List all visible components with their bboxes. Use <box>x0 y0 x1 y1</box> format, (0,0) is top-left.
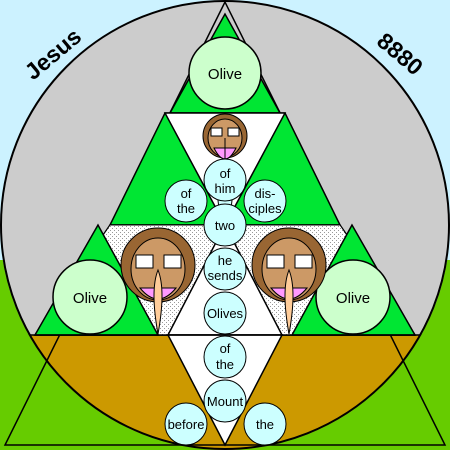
word-of-1: of <box>220 166 231 181</box>
word-he: he <box>218 253 232 268</box>
olive-circle-right: Olive <box>315 259 391 335</box>
word-circle-before: before <box>164 402 208 446</box>
word-circle-disciples: dis- ciples <box>243 179 287 223</box>
word-circle-the-3: the <box>243 402 287 446</box>
face-right <box>251 227 327 335</box>
word-circle-he-sends: he sends <box>203 247 247 291</box>
olive-circle-top: Olive <box>188 36 262 110</box>
word-circle-two: two <box>203 203 247 247</box>
olive-label-right: Olive <box>336 290 370 307</box>
olive-label-top: Olive <box>208 66 242 83</box>
word-of-3: of <box>220 341 231 356</box>
word-mount: Mount <box>207 394 244 409</box>
word-of-2: of <box>181 186 192 201</box>
word-him: him <box>215 181 236 196</box>
word-circle-of-the-2: of the <box>203 335 247 379</box>
word-circle-olives: Olives <box>203 291 247 335</box>
word-the-3: the <box>256 417 274 432</box>
word-circle-of-him: of him <box>203 158 247 202</box>
face-top <box>202 113 248 160</box>
word-two: two <box>215 218 235 233</box>
olive-circle-left: Olive <box>52 259 128 335</box>
word-circle-of-the: of the <box>164 179 208 223</box>
word-ciples: ciples <box>248 201 282 216</box>
word-dis: dis- <box>255 186 276 201</box>
word-the-2: the <box>216 357 234 372</box>
word-the-1: the <box>177 201 195 216</box>
word-sends: sends <box>208 268 243 283</box>
olive-label-left: Olive <box>73 290 107 307</box>
word-circle-mount: Mount <box>203 379 247 423</box>
word-before: before <box>168 417 205 432</box>
word-olives: Olives <box>207 306 244 321</box>
face-left <box>120 227 196 335</box>
